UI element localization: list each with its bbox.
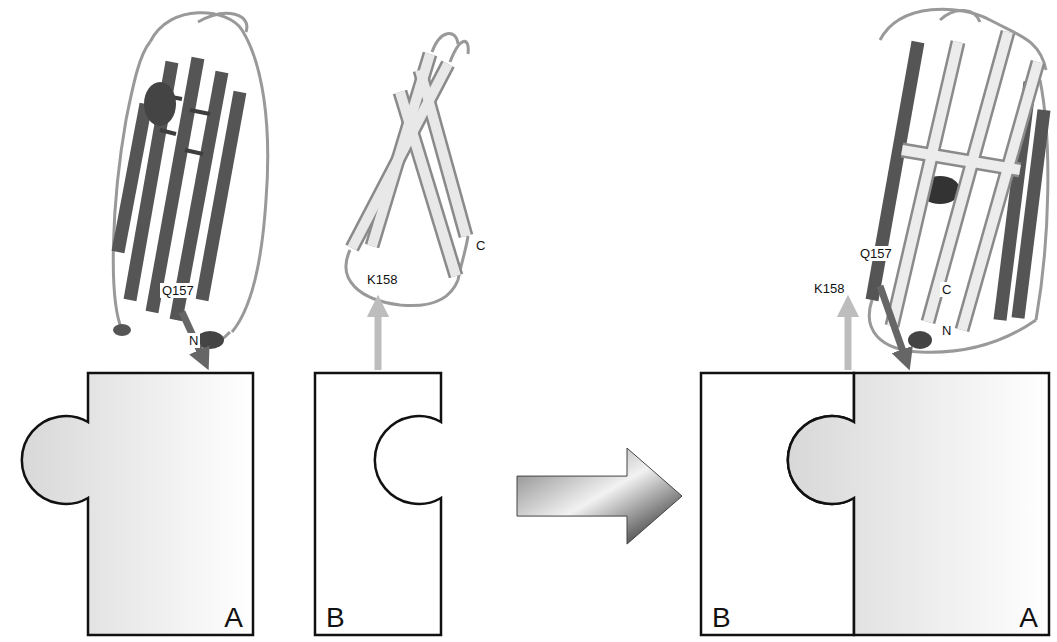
residue-label: C [940,282,953,297]
protein-complex [869,9,1048,352]
piece-letter: B [712,604,731,632]
protein-fragment-c [346,34,468,306]
piece-letter: B [326,604,345,632]
piece-shape [315,373,441,635]
piece-letter: A [1019,604,1038,632]
piece-outline [10,372,255,636]
residue-label: Q157 [160,283,196,298]
residue-label: N [187,333,200,348]
puzzle-piece: A [10,372,255,636]
protein-fragment-n [113,13,268,349]
residue-label: K158 [812,281,846,296]
piece-letter: A [224,604,243,632]
transition-arrow [517,448,682,544]
residue-label: Q157 [858,246,894,261]
piece-outline [314,372,442,636]
fusion-arrows [182,286,906,370]
piece-shape [22,373,253,635]
residue-label: N [940,323,953,338]
residue-label: K158 [365,272,399,287]
piece-shape [788,373,1049,635]
piece-outline [853,372,1050,636]
puzzle-piece: B [314,372,442,636]
puzzle-piece: A [853,372,1050,636]
residue-label: C [474,238,487,253]
